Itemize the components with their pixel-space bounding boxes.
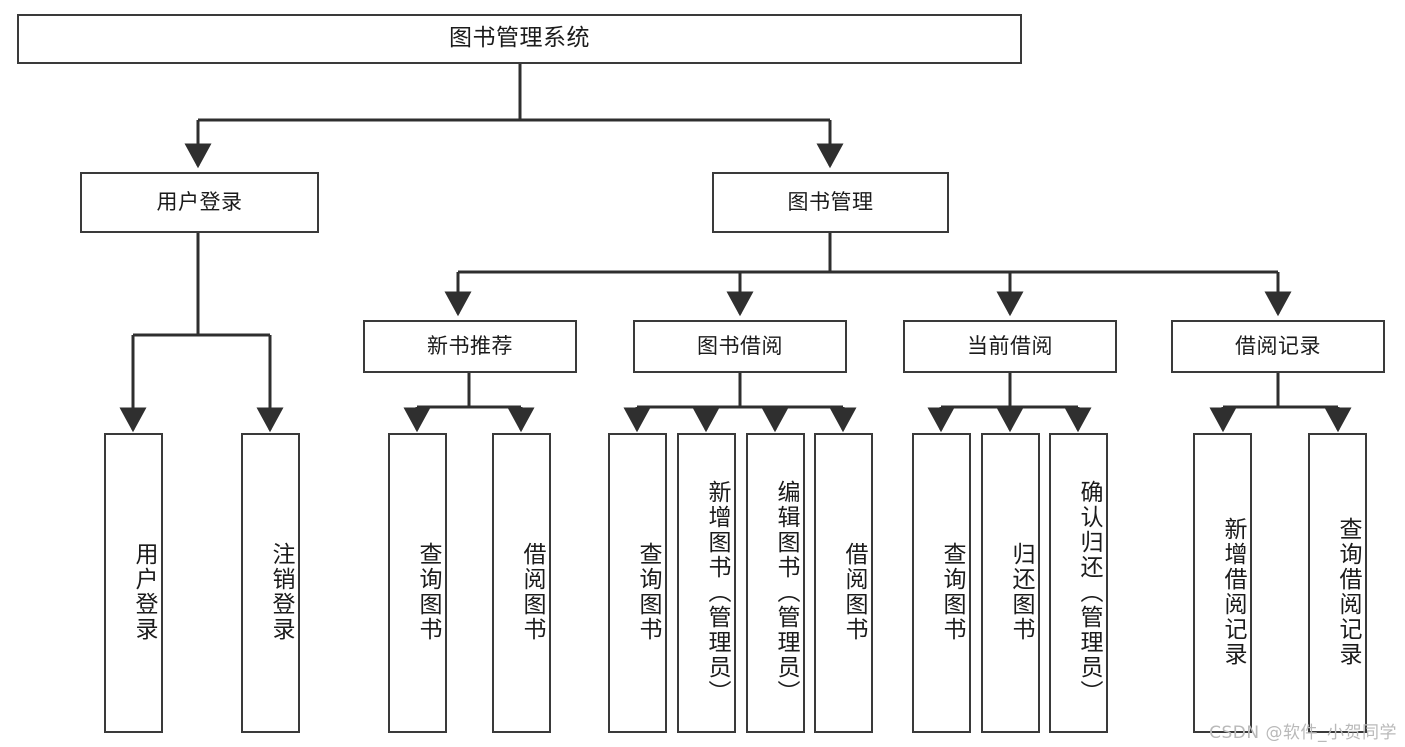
leaf-user-login-logout[interactable]: 注销登录 (241, 433, 300, 733)
leaf-borrow-record-query[interactable]: 查询借阅记录 (1308, 433, 1367, 733)
leaf-current-borrow-query[interactable]: 查询图书 (912, 433, 971, 733)
leaf-label: 查询借阅记录 (1335, 517, 1361, 667)
leaf-book-borrow-add[interactable]: 新增图书（管理员） (677, 433, 736, 733)
node-book-management[interactable]: 图书管理 (712, 172, 949, 233)
leaf-label: 查询图书 (415, 542, 441, 642)
leaf-book-borrow-query[interactable]: 查询图书 (608, 433, 667, 733)
leaf-book-borrow-edit[interactable]: 编辑图书（管理员） (746, 433, 805, 733)
node-borrow-record[interactable]: 借阅记录 (1171, 320, 1385, 373)
leaf-book-borrow-borrow[interactable]: 借阅图书 (814, 433, 873, 733)
node-user-login[interactable]: 用户登录 (80, 172, 319, 233)
leaf-label: 编辑图书（管理员） (773, 479, 799, 705)
leaf-user-login-login[interactable]: 用户登录 (104, 433, 163, 733)
leaf-label: 注销登录 (268, 542, 294, 642)
watermark-text: CSDN @软件_小贺同学 (1209, 723, 1397, 743)
leaf-label: 查询图书 (939, 542, 965, 642)
leaf-new-book-query[interactable]: 查询图书 (388, 433, 447, 733)
leaf-label: 借阅图书 (841, 542, 867, 642)
leaf-new-book-borrow[interactable]: 借阅图书 (492, 433, 551, 733)
node-root-system[interactable]: 图书管理系统 (17, 14, 1022, 64)
leaf-current-borrow-confirm-return[interactable]: 确认归还（管理员） (1049, 433, 1108, 733)
node-current-borrow[interactable]: 当前借阅 (903, 320, 1117, 373)
leaf-label: 查询图书 (635, 542, 661, 642)
leaf-label: 新增图书（管理员） (704, 479, 730, 705)
leaf-label: 确认归还（管理员） (1076, 479, 1102, 705)
leaf-label: 新增借阅记录 (1220, 517, 1246, 667)
leaf-borrow-record-add[interactable]: 新增借阅记录 (1193, 433, 1252, 733)
leaf-label: 借阅图书 (519, 542, 545, 642)
leaf-current-borrow-return[interactable]: 归还图书 (981, 433, 1040, 733)
node-new-book-recommend[interactable]: 新书推荐 (363, 320, 577, 373)
leaf-label: 归还图书 (1008, 542, 1034, 642)
leaf-label: 用户登录 (131, 542, 157, 642)
node-book-borrow[interactable]: 图书借阅 (633, 320, 847, 373)
